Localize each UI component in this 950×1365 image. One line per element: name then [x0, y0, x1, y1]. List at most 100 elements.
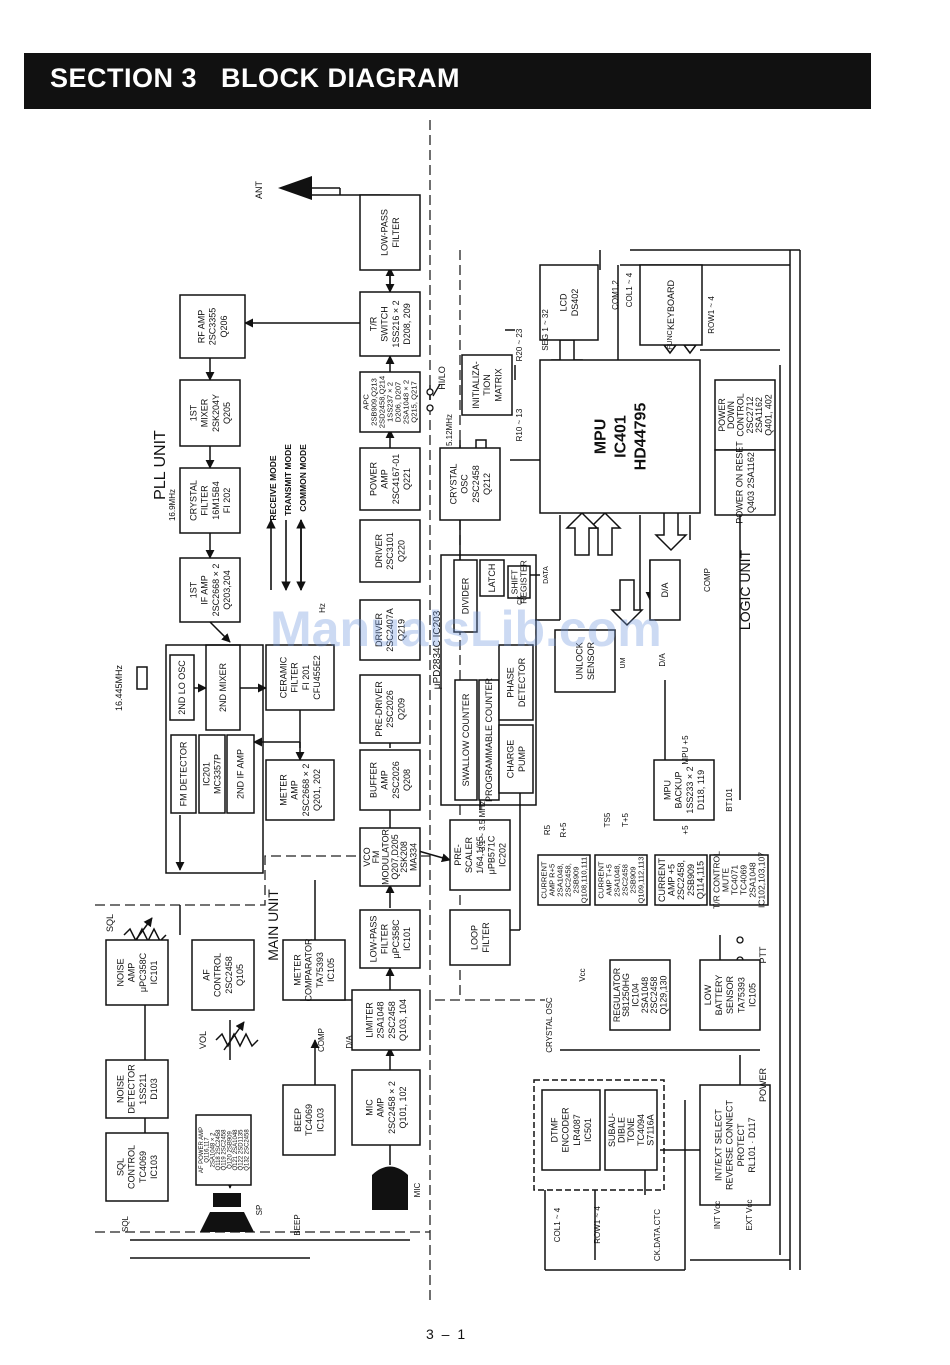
block-meter-comparator: METERCOMPARATORTA75393IC105 — [282, 938, 346, 1002]
svg-text:LCDDS402: LCDDS402 — [559, 289, 580, 317]
label-seg: SEG 1 ~ 32 — [541, 309, 550, 351]
svg-text:NOISEAMPμPC358CIC101: NOISEAMPμPC358CIC101 — [115, 952, 159, 992]
mode-legend-arrows — [266, 519, 306, 591]
block-lpf-main: LOW-PASSFILTERμPC358CIC101 — [359, 909, 421, 969]
block-noise-detector: NOISEDETECTOR1SS211D103 — [105, 1059, 169, 1119]
label-ptt: PTT — [758, 946, 768, 964]
label-ck: CK — [517, 595, 524, 605]
svg-text:RF AMP2SC3355Q206: RF AMP2SC3355Q206 — [196, 308, 229, 346]
label-r5: R5 — [543, 824, 552, 835]
label-col-bottom: COL1 ~ 4 — [553, 1207, 562, 1242]
block-mc3357: IC201MC3357P — [198, 734, 226, 814]
block-loop-filter: LOOPFILTER — [449, 909, 511, 966]
block-power-on-reset: POWER ON RESETQ403 2SA1162 — [714, 441, 776, 524]
unit-title-logic: LOGIC UNIT — [737, 549, 753, 630]
block-latch: LATCH — [479, 559, 505, 597]
block-subaudible-tone: SUBAU-DIBLETONETC4094S7116A — [604, 1089, 658, 1171]
svg-text:KEYBOARD: KEYBOARD — [666, 279, 676, 330]
label-t-plus5: T+5 — [621, 812, 630, 827]
svg-text:METERAMP2SC2668 × 2Q201, 202: METERAMP2SC2668 × 2Q201, 202 — [278, 764, 322, 817]
legend-transmit: TRANSMIT MODE — [283, 444, 293, 516]
svg-text:2ND LO OSC: 2ND LO OSC — [177, 660, 187, 715]
label-sql-bottom: SQL — [121, 1215, 130, 1232]
block-driver-2: DRIVER2SC3101Q220 — [359, 519, 421, 583]
svg-text:NOISEDETECTOR1SS211D103: NOISEDETECTOR1SS211D103 — [115, 1064, 159, 1114]
block-sql-control: SQLCONTROLTC4069IC103 — [105, 1132, 169, 1202]
svg-text:SQLCONTROLTC4069IC103: SQLCONTROLTC4069IC103 — [115, 1145, 159, 1189]
label-row1-4: ROW1 ~ 4 — [707, 296, 716, 334]
svg-text:MICAMP2SC2458 × 2Q101, 102: MICAMP2SC2458 × 2Q101, 102 — [364, 1081, 408, 1134]
label-comp: COMP — [317, 1028, 326, 1052]
block-apc: APC2SB909,Q2132SD2458,Q2141SS237 × 2D206… — [359, 371, 421, 433]
svg-text:CURRENTAMP R+52SA1048,2SC2458,: CURRENTAMP R+52SA1048,2SC2458,2SB909Q108… — [540, 857, 589, 903]
block-2nd-lo-osc: 2ND LO OSC — [169, 654, 195, 721]
label-com12: COM1,2 — [611, 280, 620, 310]
svg-text:T/RSWITCH1SS216 × 2D208, 209: T/RSWITCH1SS216 × 2D208, 209 — [368, 300, 412, 347]
label-ck-data: CK.DATA.CTC — [653, 1209, 662, 1261]
section-header: SECTION 3 BLOCK DIAGRAM — [24, 53, 871, 109]
block-current-amp-r5: CURRENTAMP R+52SA1048,2SC2458,2SB909Q108… — [537, 854, 591, 906]
label-r-plus5: R+5 — [559, 822, 568, 837]
svg-text:1STIF AMP2SC2668 × 2Q203,204: 1STIF AMP2SC2668 × 2Q203,204 — [188, 564, 232, 617]
label-ts5: TS5 — [603, 812, 612, 827]
svg-text:PROGRAMMABLE COUNTER: PROGRAMMABLE COUNTER — [484, 677, 494, 802]
svg-text:PRE-SCALER1/64,1/65μPB571CIC20: PRE-SCALER1/64,1/65μPB571CIC202 — [453, 835, 508, 874]
block-1st-mixer: 1STMIXER2SK204YQ205 — [179, 379, 241, 447]
label-freq-5-12: 5.12MHz — [445, 414, 454, 446]
svg-text:1STMIXER2SK204YQ205: 1STMIXER2SK204YQ205 — [188, 394, 232, 432]
block-1st-if-amp: 1STIF AMP2SC2668 × 2Q203,204 — [179, 557, 241, 623]
label-vcc: Vcc — [578, 968, 587, 981]
label-row-bottom: ROW1 ~ 4 — [593, 1206, 602, 1244]
block-int-ext-select: INT/EXT SELECTREVERSE CONNECTPROTECTRL10… — [699, 1084, 771, 1206]
signal-wiring — [130, 194, 801, 1271]
svg-text:AFCONTROL2SC2458Q105: AFCONTROL2SC2458Q105 — [201, 953, 245, 997]
svg-text:BEEPTC4069IC103: BEEPTC4069IC103 — [293, 1104, 326, 1136]
label-bt101: BT101 — [725, 788, 734, 812]
legend-common: COMMON MODE — [298, 444, 308, 512]
svg-text:T/R CONTROLMUTETC4071TC40692SA: T/R CONTROLMUTETC4071TC40692SA1048IC102,… — [711, 851, 766, 909]
svg-text:FM DETECTOR: FM DETECTOR — [179, 741, 189, 806]
block-shift-register: SHIFTREGISTER — [507, 560, 531, 604]
block-vco: VCOFMMODULATORQ207,D2052SK208MA334 — [359, 827, 421, 887]
block-unlock-sensor: UNLOCKSENSOR — [554, 629, 616, 693]
block-lcd: LCDDS402 — [539, 264, 599, 341]
svg-text:LOWBATTERYSENSORTA75393IC105: LOWBATTERYSENSORTA75393IC105 — [703, 975, 758, 1016]
block-mic-amp: MICAMP2SC2458 × 2Q101, 102 — [351, 1069, 421, 1146]
label-da-logic: D/A — [658, 653, 667, 667]
svg-text:CRYSTALOSC2SC2458Q212: CRYSTALOSC2SC2458Q212 — [448, 464, 492, 505]
svg-text:DRIVER2SC3101Q220: DRIVER2SC3101Q220 — [374, 532, 407, 570]
svg-text:SHIFTREGISTER: SHIFTREGISTER — [509, 560, 528, 604]
svg-text:UNLOCKSENSOR: UNLOCKSENSOR — [575, 641, 596, 680]
label-crystal-osc-label: CRYSTAL OSC — [545, 997, 554, 1053]
svg-text:POWER ON RESETQ403 2SA1162: POWER ON RESETQ403 2SA1162 — [735, 441, 756, 524]
svg-text:POWERDOWNCONTROL2SC27122SA1162: POWERDOWNCONTROL2SC27122SA1162Q401, 402 — [717, 393, 774, 436]
label-r10-13: R10 ~ 13 — [515, 408, 524, 441]
block-mpu-backup: MPUBACKUP1SS233 × 2D118, 119 — [653, 759, 715, 821]
svg-text:AF POWER AMPQ116,1172SA1048 ×: AF POWER AMPQ116,1172SA1048 × 2Q118 2SC2… — [199, 1127, 250, 1173]
block-pre-driver: PRE-DRIVER2SC2026Q209 — [359, 674, 421, 744]
svg-text:LATCH: LATCH — [487, 564, 497, 593]
label-freq-16-445: 16.445MHz — [114, 664, 124, 711]
block-tr-control: T/R CONTROLMUTETC4071TC40692SA1048IC102,… — [709, 851, 769, 909]
svg-text:LOW-PASSFILTERμPC358CIC101: LOW-PASSFILTERμPC358CIC101 — [368, 916, 412, 963]
block-current-amp-5: CURRENTAMP +52SC2458,2SB909Q114,115 — [654, 854, 708, 906]
block-low-battery-sensor: LOWBATTERYSENSORTA75393IC105 — [699, 959, 761, 1031]
microphone-icon — [372, 1166, 408, 1210]
block-current-amp-t5: CURRENTAMP T+52SA1048,2SC24582SB909Q109,… — [594, 854, 648, 906]
svg-text:INT/EXT SELECTREVERSE CONNECTP: INT/EXT SELECTREVERSE CONNECTPROTECTRL10… — [713, 1099, 757, 1190]
block-power-amp: POWERAMP2SC4167-01Q221 — [359, 447, 421, 511]
svg-text:CURRENTAMP +52SC2458,2SB909Q11: CURRENTAMP +52SC2458,2SB909Q114,115 — [657, 857, 705, 902]
block-af-power-amp: AF POWER AMPQ116,1172SA1048 × 2Q118 2SC2… — [195, 1114, 252, 1186]
label-power: POWER — [758, 1068, 768, 1103]
label-mic: MIC — [413, 1182, 422, 1197]
block-rf-amp: RF AMP2SC3355Q206 — [179, 294, 246, 359]
svg-text:SUBAU-DIBLETONETC4094S7116A: SUBAU-DIBLETONETC4094S7116A — [607, 1113, 655, 1147]
label-func: FUNC — [667, 330, 674, 349]
block-beep: BEEPTC4069IC103 — [282, 1084, 336, 1156]
speaker-icon — [200, 1193, 254, 1232]
unit-title-main: MAIN UNIT — [265, 889, 281, 961]
svg-text:PHASEDETECTOR: PHASEDETECTOR — [506, 657, 527, 707]
svg-text:VCOFMMODULATORQ207,D2052SK208M: VCOFMMODULATORQ207,D2052SK208MA334 — [362, 829, 419, 885]
